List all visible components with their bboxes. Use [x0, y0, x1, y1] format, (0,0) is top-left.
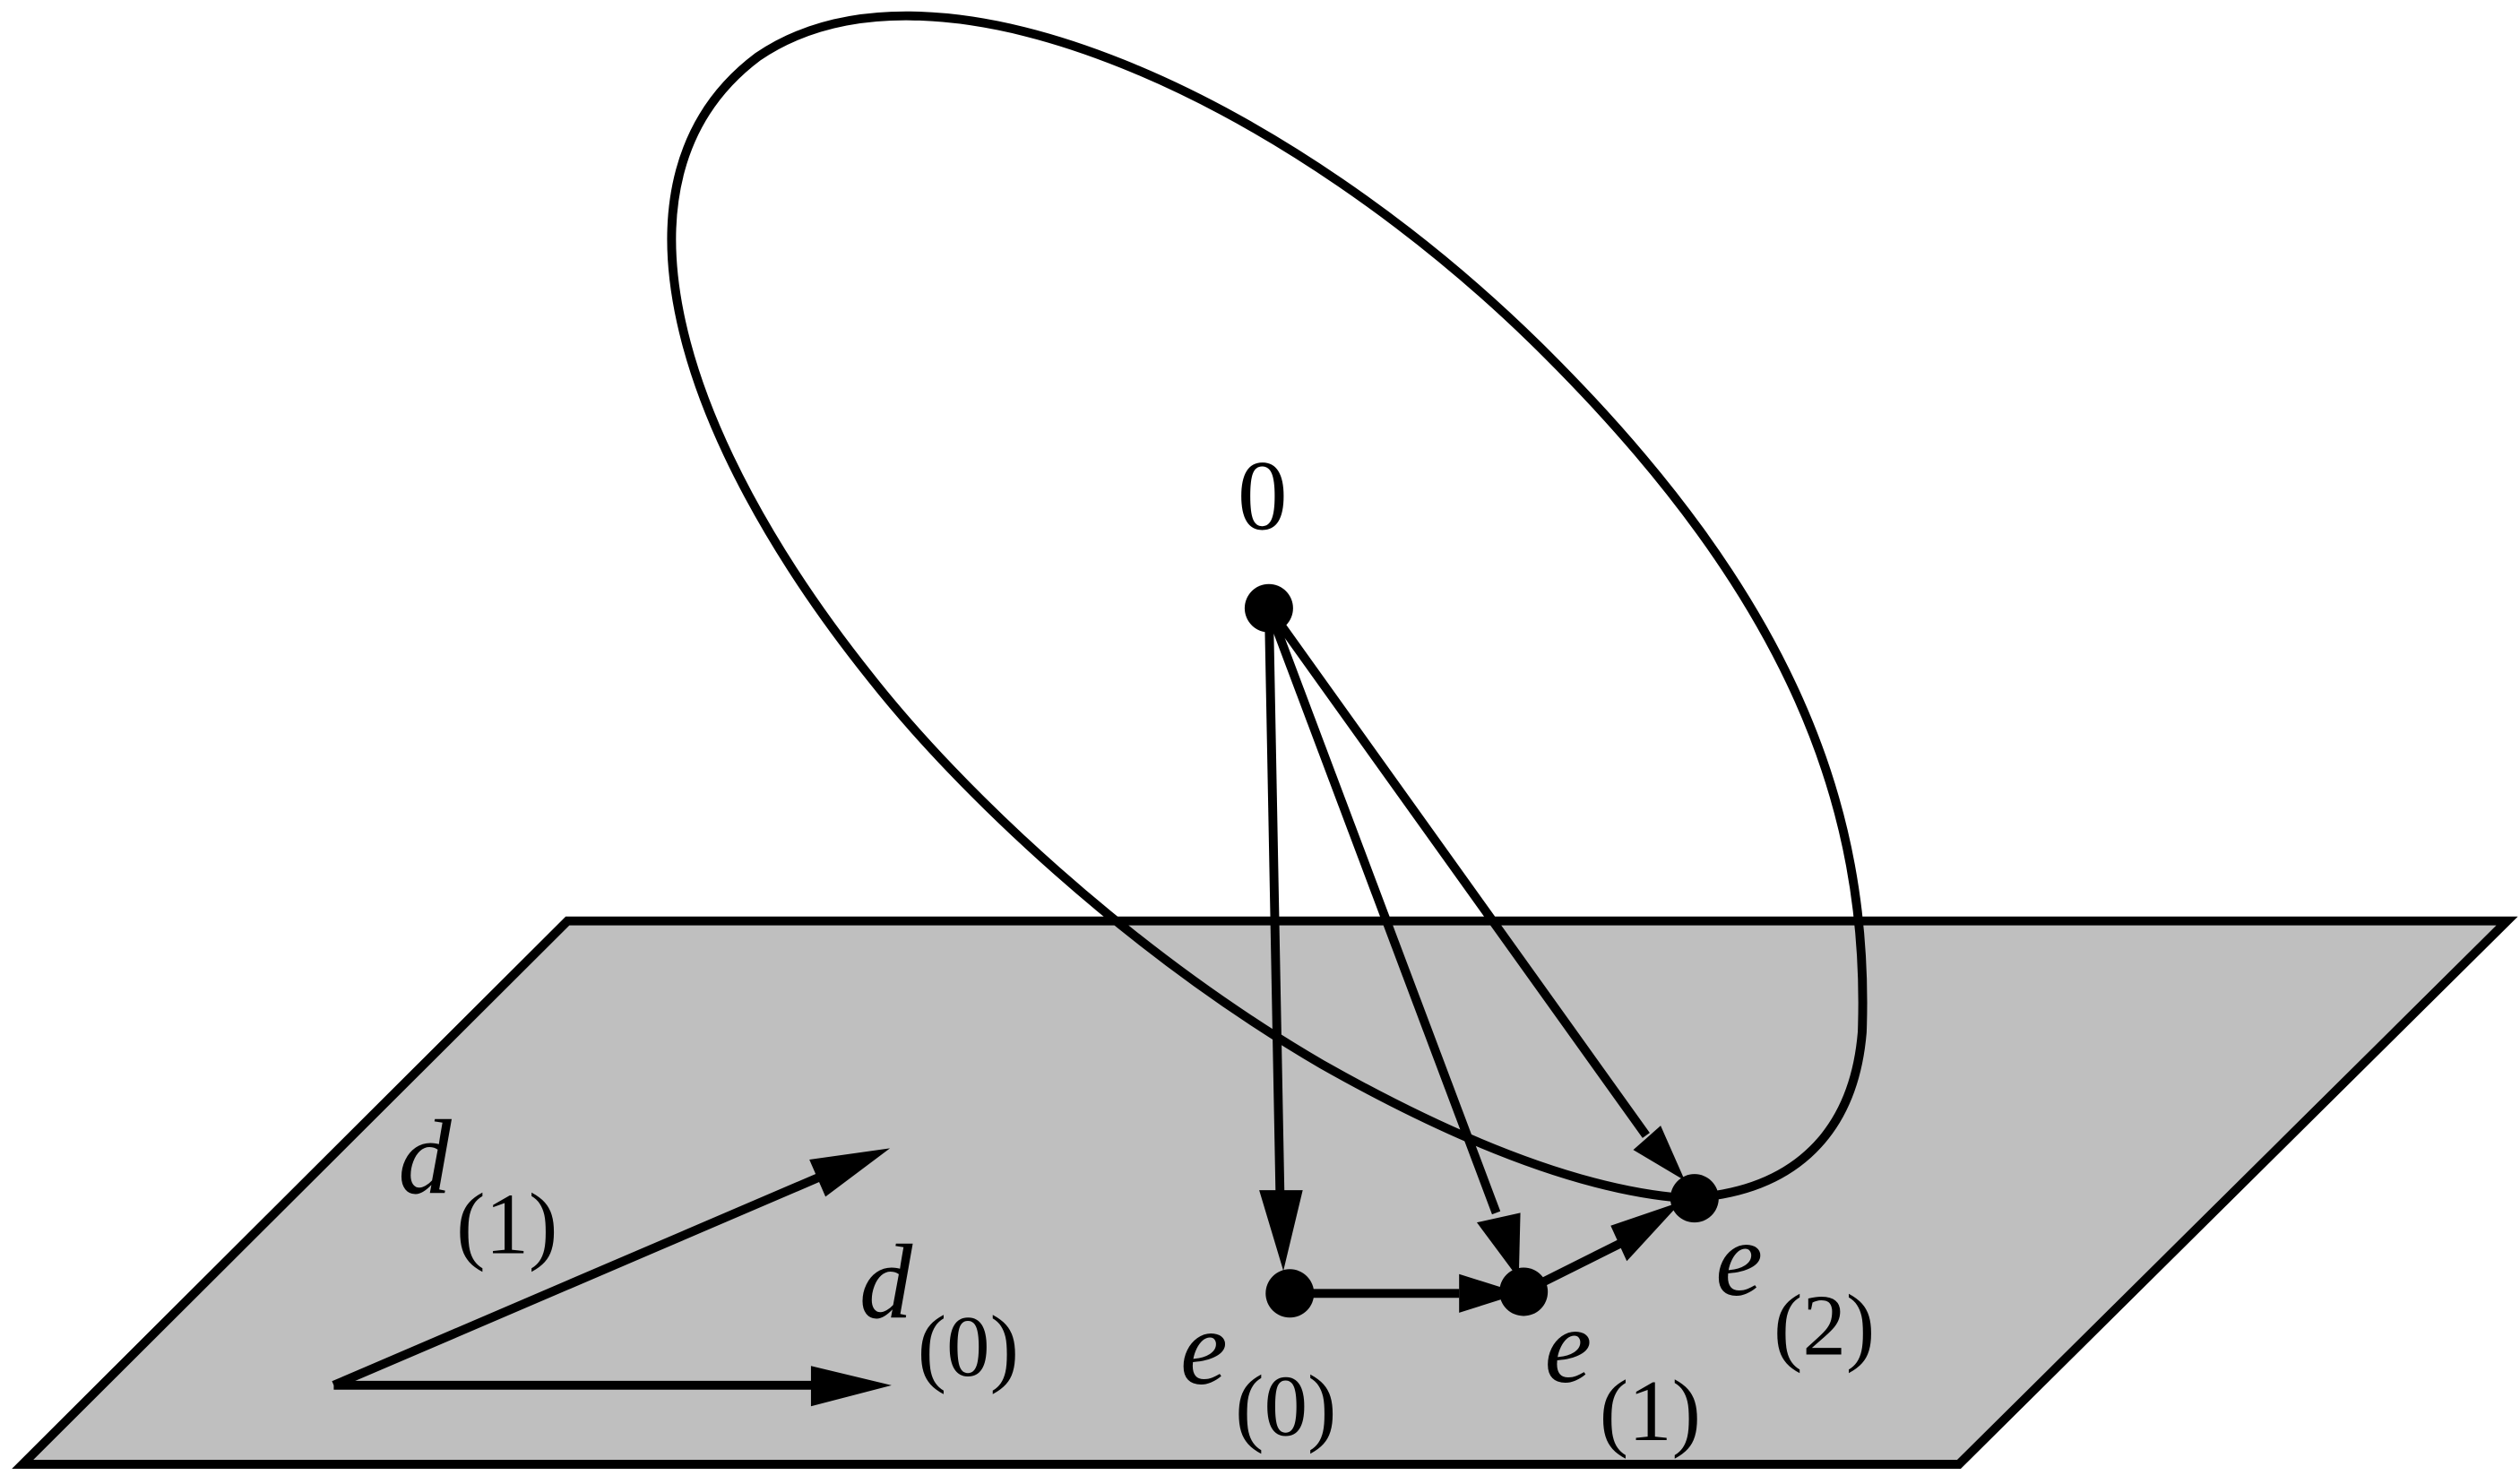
label-e0-sub: (0) [1235, 1359, 1336, 1455]
arrow-origin-to-e1 [1264, 606, 1501, 1215]
arrow-origin-to-e0 [1264, 608, 1285, 1202]
label-e0-base: e [1180, 1289, 1228, 1407]
point-e1 [1499, 1267, 1549, 1316]
label-e2-base: e [1715, 1200, 1763, 1318]
arrowhead-e0 [1259, 1190, 1303, 1272]
label-e2-sub: (2) [1773, 1278, 1875, 1375]
label-d1-base: d [398, 1099, 452, 1217]
label-d0-sub: (0) [918, 1298, 1019, 1395]
arrowhead-e0-e1 [1459, 1273, 1521, 1313]
origin-label: 0 [1238, 442, 1288, 552]
point-origin [1244, 583, 1293, 633]
label-e1-base: e [1545, 1287, 1592, 1405]
point-e2 [1670, 1174, 1719, 1223]
arrowhead-e2 [1633, 1126, 1686, 1181]
arrowhead-e1-e2 [1610, 1201, 1682, 1262]
arrowhead-d0 [810, 1366, 892, 1407]
point-e0 [1265, 1269, 1315, 1318]
ellipse-curve [667, 11, 1868, 1204]
label-d0-base: d [859, 1222, 913, 1341]
label-d1-sub: (1) [456, 1176, 557, 1273]
arrowhead-d1 [809, 1148, 891, 1197]
vector-d1 [332, 1173, 821, 1390]
arrowhead-e1 [1476, 1212, 1521, 1280]
arrow-origin-to-e2 [1264, 605, 1650, 1138]
label-e1-sub: (1) [1600, 1363, 1701, 1460]
